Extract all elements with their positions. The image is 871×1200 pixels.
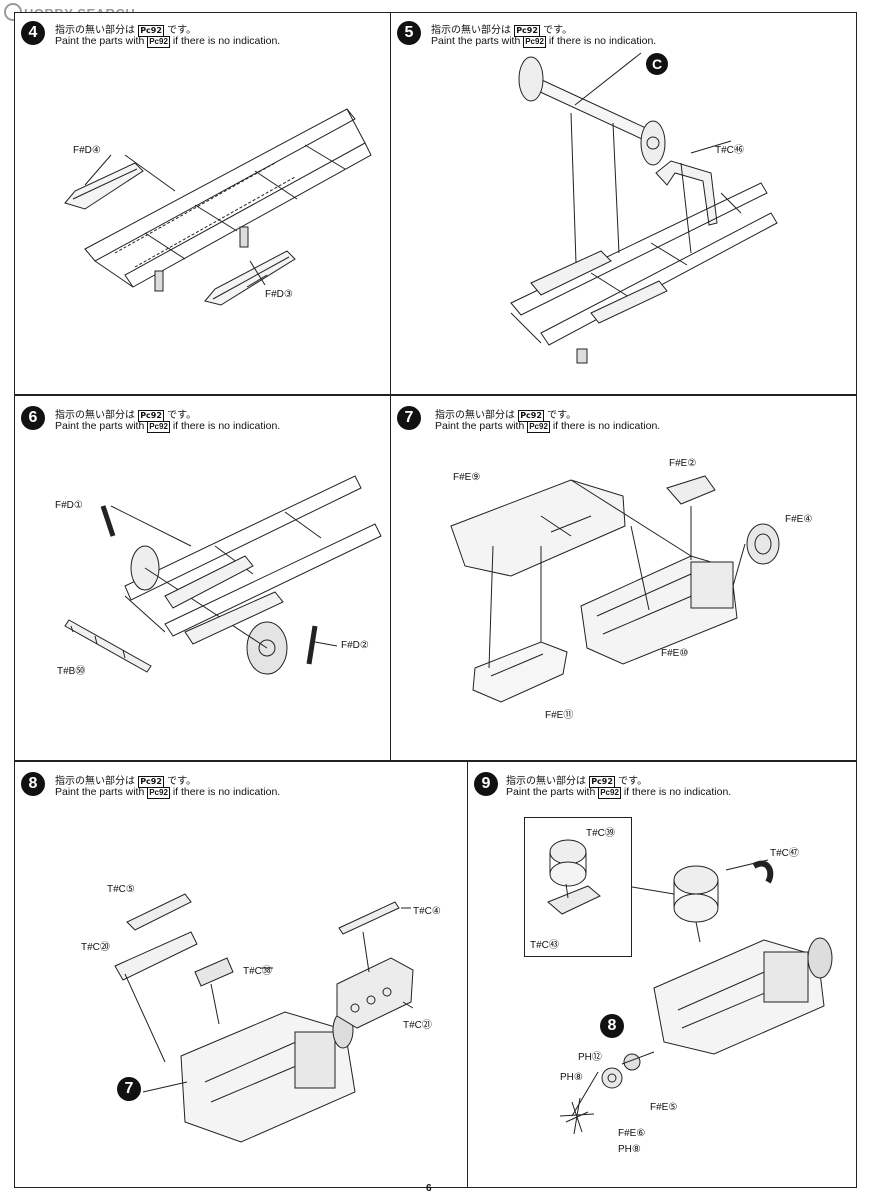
part-label: T#B㊿ xyxy=(57,666,86,677)
part-label: T#C⑤ xyxy=(107,884,135,895)
part-label: F#E⑩ xyxy=(661,648,689,659)
step-8-diagram xyxy=(114,893,414,1143)
instruction-en-post: if there is no indication. xyxy=(623,786,732,798)
instruction-en-pre: Paint the parts with xyxy=(431,35,521,47)
part-label: T#C㊼ xyxy=(770,848,799,859)
step-4-panel: 4 指示の無い部分は Pc92 です。 Paint the parts with… xyxy=(14,12,391,395)
air-cleaner-inset xyxy=(524,817,632,957)
part-label: F#D④ xyxy=(73,145,101,156)
instruction-en-pre: Paint the parts with xyxy=(435,420,525,432)
part-label: F#E⑤ xyxy=(650,1102,678,1113)
part-label: F#E⑨ xyxy=(453,472,481,483)
instruction-jp-text: 指示の無い部分は xyxy=(55,776,135,787)
part-label: F#D① xyxy=(55,500,83,511)
part-label: F#D② xyxy=(341,640,369,651)
step-number: 6 xyxy=(21,406,45,430)
part-label: T#C㊻ xyxy=(715,145,744,156)
part-label: T#C㊸ xyxy=(530,940,559,951)
step-7-diagram xyxy=(450,475,780,703)
paint-code-badge: Pc92 xyxy=(147,36,170,48)
instruction-en: Paint the parts with Pc92 if there is no… xyxy=(55,786,280,799)
instruction-jp-text: 指示の無い部分は xyxy=(431,25,511,36)
page-number: 6 xyxy=(426,1183,432,1194)
part-label: F#E④ xyxy=(785,514,813,525)
instruction-en: Paint the parts with Pc92 if there is no… xyxy=(431,35,656,48)
instruction-en-post: if there is no indication. xyxy=(548,35,657,47)
step-number: 7 xyxy=(397,406,421,430)
step-number: 8 xyxy=(21,772,45,796)
part-label: T#C㊴ xyxy=(586,828,615,839)
part-label: PH⑧ xyxy=(618,1144,641,1155)
paint-code-badge: Pc92 xyxy=(147,787,170,799)
instruction-en-post: if there is no indication. xyxy=(172,786,281,798)
step-4-diagram xyxy=(64,108,372,306)
step-number: 5 xyxy=(397,21,421,45)
step-number: 9 xyxy=(474,772,498,796)
part-label: F#E⑥ xyxy=(618,1128,646,1139)
reference-step-badge: 8 xyxy=(600,1014,624,1038)
step-8-panel: 8 指示の無い部分は Pc92 です。 Paint the parts with… xyxy=(14,761,468,1188)
instruction-jp-tail: です。 xyxy=(543,25,573,36)
step-9-panel: 9 指示の無い部分は Pc92 です。 Paint the parts with… xyxy=(467,761,857,1188)
step-5-panel: 5 指示の無い部分は Pc92 です。 Paint the parts with… xyxy=(390,12,857,395)
paint-code-badge: Pc92 xyxy=(598,787,621,799)
part-label: PH⑧ xyxy=(560,1072,583,1083)
part-label: T#C⑳ xyxy=(81,942,110,953)
step-9-diagram xyxy=(547,839,833,1135)
step-7-panel: 7 指示の無い部分は Pc92 です。 Paint the parts with… xyxy=(390,395,857,761)
instruction-en: Paint the parts with Pc92 if there is no… xyxy=(55,35,280,48)
part-label: T#C㉑ xyxy=(403,1020,432,1031)
part-label: F#E② xyxy=(669,458,697,469)
part-label: PH⑫ xyxy=(578,1052,602,1063)
part-label: F#D③ xyxy=(265,289,293,300)
instruction-en-post: if there is no indication. xyxy=(172,420,281,432)
instruction-en-pre: Paint the parts with xyxy=(55,786,145,798)
step-6-panel: 6 指示の無い部分は Pc92 です。 Paint the parts with… xyxy=(14,395,391,761)
instruction-jp-text: 指示の無い部分は xyxy=(506,776,586,787)
paint-code-badge: Pc92 xyxy=(147,421,170,433)
step-6-diagram xyxy=(64,475,382,675)
instruction-en-post: if there is no indication. xyxy=(552,420,661,432)
paint-code-badge: Pc92 xyxy=(523,36,546,48)
callout-c: C xyxy=(646,53,668,75)
instruction-jp-tail: です。 xyxy=(547,410,577,421)
part-label: T#C㊳ xyxy=(243,966,272,977)
instruction-jp-tail: です。 xyxy=(167,25,197,36)
paint-code-badge: Pc92 xyxy=(527,421,550,433)
instruction-en-post: if there is no indication. xyxy=(172,35,281,47)
instruction-jp-tail: です。 xyxy=(167,776,197,787)
instruction-en: Paint the parts with Pc92 if there is no… xyxy=(506,786,731,799)
part-label: T#C④ xyxy=(413,906,441,917)
step-5-diagram xyxy=(510,52,778,364)
instruction-en-pre: Paint the parts with xyxy=(506,786,596,798)
part-label: F#E⑪ xyxy=(545,710,574,721)
instruction-jp-text: 指示の無い部分は xyxy=(55,25,135,36)
instruction-jp-text: 指示の無い部分は xyxy=(435,410,515,421)
instruction-en-pre: Paint the parts with xyxy=(55,35,145,47)
instruction-jp-text: 指示の無い部分は xyxy=(55,410,135,421)
reference-step-badge: 7 xyxy=(117,1077,141,1101)
instruction-en-pre: Paint the parts with xyxy=(55,420,145,432)
instruction-jp-tail: です。 xyxy=(167,410,197,421)
step-number: 4 xyxy=(21,21,45,45)
instruction-en: Paint the parts with Pc92 if there is no… xyxy=(55,420,280,433)
instruction-en: Paint the parts with Pc92 if there is no… xyxy=(435,420,660,433)
instruction-jp-tail: です。 xyxy=(618,776,648,787)
